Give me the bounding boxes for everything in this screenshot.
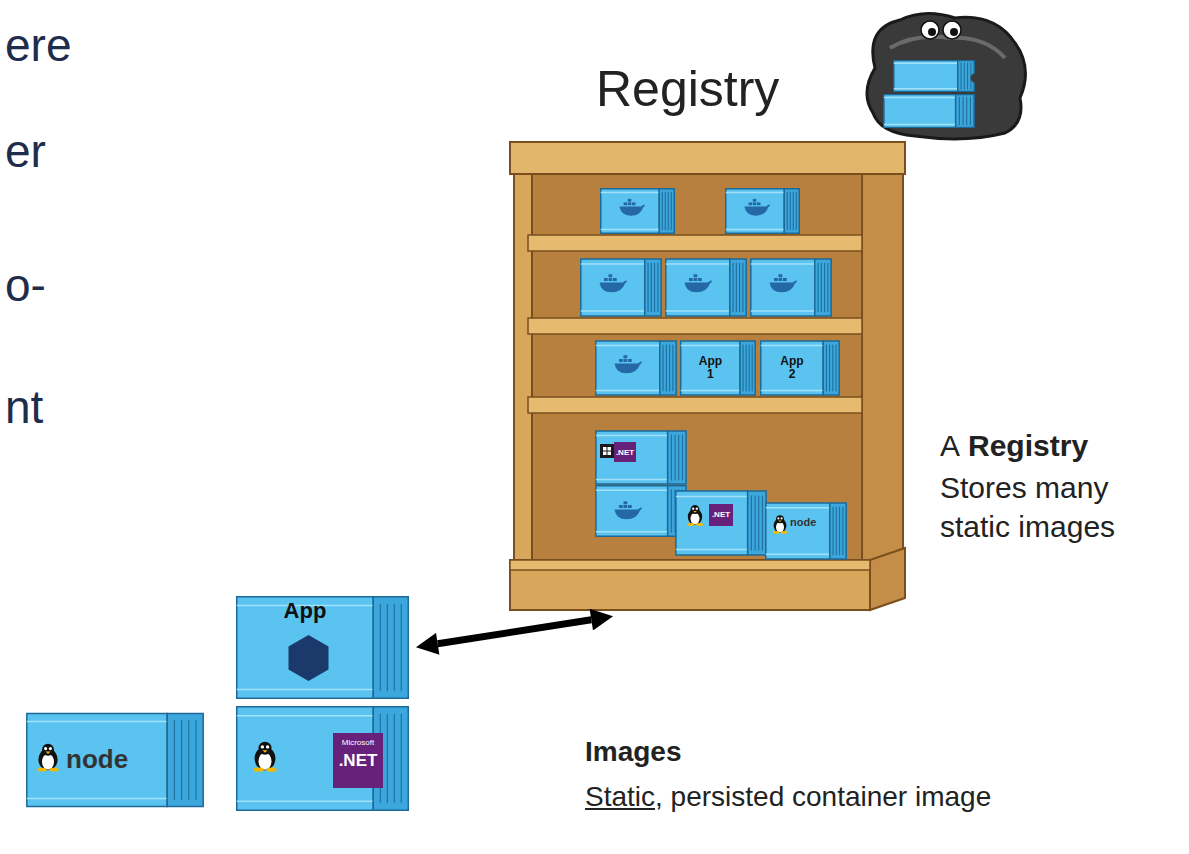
registry-mascot — [867, 13, 1025, 138]
container-label: App 2 — [780, 355, 803, 380]
bookshelf — [528, 397, 862, 413]
registry-mascot — [975, 78, 998, 118]
images-note: Static — [585, 780, 655, 814]
container-label: App 1 — [699, 355, 722, 380]
docker-logo — [619, 199, 644, 216]
registry-mascot — [921, 21, 939, 39]
docker-logo — [770, 274, 797, 292]
container-image — [596, 341, 676, 395]
logo-text: node — [790, 516, 816, 529]
docker-logo — [685, 274, 712, 292]
container-image — [581, 259, 661, 316]
app-hexagon — [289, 635, 329, 681]
dotnet-logo — [333, 733, 383, 788]
dotnet-logo — [614, 442, 636, 462]
linux-logo — [37, 744, 59, 772]
docker-logo — [600, 274, 627, 292]
images-note: , persisted container image — [655, 780, 991, 814]
container-image — [596, 486, 686, 536]
registry-mascot — [884, 95, 974, 128]
app-container: App 2 — [760, 340, 840, 396]
registry-shelf: RegistryApp 1App 2 — [510, 140, 905, 612]
container-image — [681, 341, 755, 395]
bookshelf — [528, 235, 862, 251]
bookshelf — [862, 166, 903, 586]
app-container: App 1 — [680, 340, 756, 396]
registry-mascot — [943, 21, 961, 39]
registry-note: Registry — [968, 428, 1088, 464]
container-image — [601, 189, 675, 233]
bookshelf — [528, 170, 863, 570]
container-label: App — [284, 599, 327, 622]
container-image — [596, 431, 686, 484]
container-image — [666, 259, 746, 316]
logo-text: .NET — [709, 510, 733, 520]
bookshelf — [510, 142, 905, 174]
container-image — [676, 491, 766, 555]
registry-heading: Registry — [596, 60, 779, 118]
logo-text: Microsoft — [333, 738, 383, 748]
bookshelf — [510, 560, 870, 570]
windows-logo — [600, 444, 614, 458]
image-stack — [27, 707, 408, 810]
bookshelf — [514, 170, 532, 570]
registry-mascot — [928, 28, 936, 36]
container-image — [237, 597, 409, 699]
registry-note: A — [940, 428, 960, 464]
docker-logo — [615, 355, 642, 373]
registry-mascot — [894, 61, 974, 92]
slide-text: o- — [5, 258, 46, 313]
docker-logo — [744, 199, 769, 216]
slide-text: ere — [5, 18, 71, 73]
logo-text: node — [66, 744, 128, 775]
bookshelf — [870, 548, 905, 610]
container-image — [726, 189, 800, 233]
bookshelf — [510, 142, 905, 610]
registry-mascot — [890, 37, 1005, 58]
registry-mascot — [867, 13, 1025, 138]
registry-mascot — [950, 28, 958, 36]
container-image — [761, 341, 839, 395]
container-image — [751, 259, 831, 316]
logo-text: .NET — [333, 751, 383, 771]
slide-text: nt — [5, 380, 43, 435]
double-arrow — [438, 620, 592, 644]
linux-logo — [253, 742, 276, 772]
app-container: App — [235, 595, 410, 700]
bookshelf — [510, 560, 870, 610]
container-image — [766, 503, 846, 559]
registry-note: Stores many static images — [940, 468, 1140, 546]
docker-logo — [615, 501, 642, 519]
linux-logo — [687, 505, 703, 526]
linux-logo — [773, 515, 787, 533]
container-image — [237, 707, 409, 810]
container-image — [27, 714, 203, 807]
logo-text: .NET — [613, 448, 637, 458]
slide-text: er — [5, 124, 46, 179]
bookshelf — [528, 318, 862, 334]
images-note: Images — [585, 735, 682, 769]
dotnet-logo — [709, 504, 733, 526]
